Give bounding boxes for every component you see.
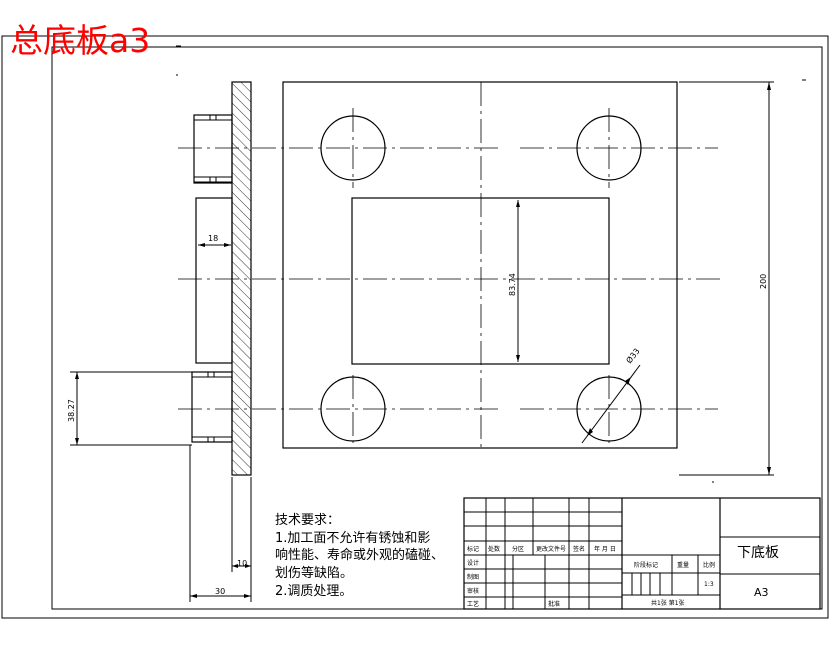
dimension-83-74: 83.74 <box>508 200 520 362</box>
tech-note-line: 1.加工面不允许有锈蚀和影 <box>275 530 430 546</box>
dimension-38-27: 38.27 <box>67 371 192 446</box>
dimension-18: 18 <box>198 234 231 247</box>
tb-mark: 标记 <box>467 545 479 553</box>
side-view <box>191 81 252 476</box>
tb-signature: 签名 <box>573 545 585 553</box>
base-plate-outline <box>282 81 678 449</box>
center-window <box>351 197 610 365</box>
dim-30-label: 30 <box>215 587 225 596</box>
technical-notes: 技术要求： 1.加工面不允许有锈蚀和影 响性能、寿命或外观的磕碰、 划伤等缺陷。… <box>275 513 444 599</box>
tech-notes-heading: 技术要求： <box>275 513 340 528</box>
front-view <box>282 81 678 449</box>
dim-83-label: 83.74 <box>508 273 517 296</box>
top-boss <box>193 114 233 184</box>
plate-section <box>231 81 252 476</box>
tech-note-line: 响性能、寿命或外观的磕碰、 <box>275 547 444 563</box>
drawing-title: 总底板a3 <box>10 21 150 60</box>
dim-38-label: 38.27 <box>67 399 76 422</box>
tb-doc-no: 更改文件号 <box>536 545 566 553</box>
part-name: 下底板 <box>737 545 779 561</box>
dim-phi33-label: Ø33 <box>624 346 642 365</box>
tb-sheets: 共1张 第1张 <box>651 599 685 607</box>
tb-count: 处数 <box>488 545 500 553</box>
tb-stage-mark: 阶段标记 <box>634 561 658 569</box>
tb-scale-label: 比例 <box>703 561 715 569</box>
tech-note-line: 划伤等缺陷。 <box>275 565 353 581</box>
tb-scale-value: 1:3 <box>704 581 714 588</box>
tech-note-line: 2.调质处理。 <box>275 584 352 599</box>
dim-200-label: 200 <box>759 274 768 289</box>
tb-review: 审核 <box>467 587 479 595</box>
bottom-boss <box>191 371 233 443</box>
tb-weight: 重量 <box>677 561 689 569</box>
dim-10-label: 10 <box>237 559 247 568</box>
center-lines <box>178 82 725 448</box>
dimension-200: 200 <box>679 81 774 476</box>
inner-frame <box>51 46 823 610</box>
title-block: 标记 处数 分区 更改文件号 签名 年 月 日 设计 制图 审核 工艺 批准 阶… <box>463 497 821 610</box>
tb-design: 设计 <box>467 559 479 567</box>
tb-zone: 分区 <box>512 545 524 553</box>
sheet-size: A3 <box>754 586 769 599</box>
middle-block <box>195 197 233 364</box>
tb-drafting: 制图 <box>467 573 479 581</box>
outer-frame <box>1 35 829 619</box>
tb-approve: 批准 <box>548 600 560 608</box>
dimension-10-30: 10 30 <box>189 445 252 602</box>
tb-date: 年 月 日 <box>594 545 616 553</box>
dim-18-label: 18 <box>208 234 218 243</box>
dimension-phi33: Ø33 <box>581 346 642 444</box>
tb-process: 工艺 <box>467 600 479 608</box>
